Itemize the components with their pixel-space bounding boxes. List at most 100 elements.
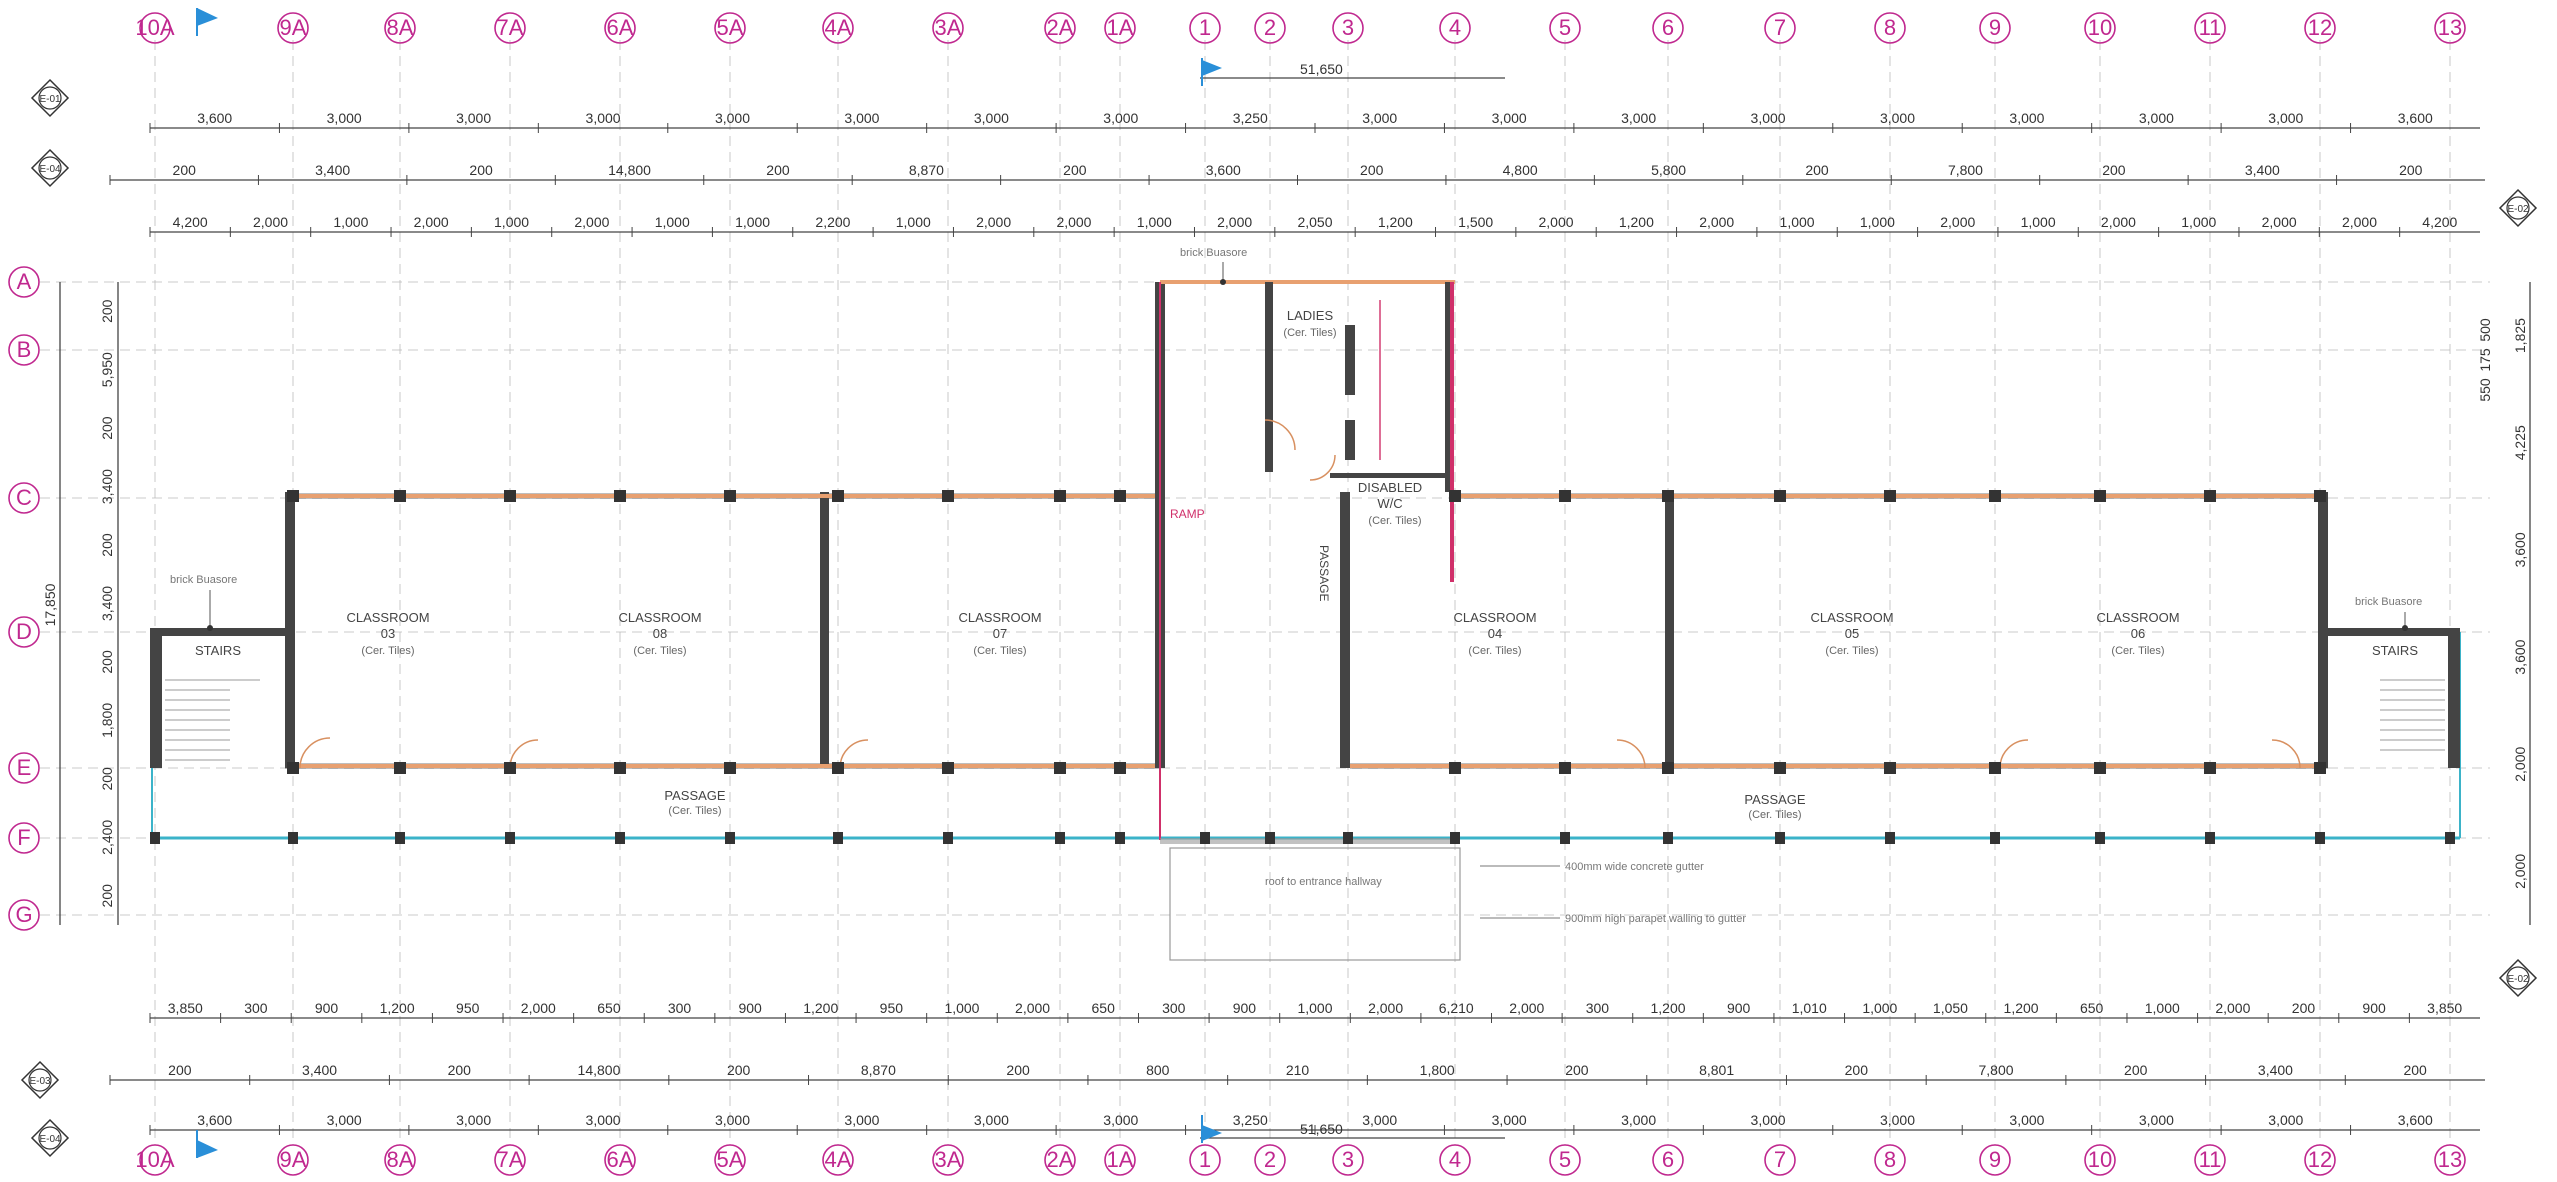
dimension-text: 1,000	[944, 1000, 979, 1016]
column-marker	[1559, 762, 1571, 774]
grid-bubble-label: 13	[2438, 1147, 2462, 1172]
dimension-text: 3,000	[974, 110, 1009, 126]
dimension-text: 200	[99, 416, 115, 440]
classroom-04-name: CLASSROOM	[1453, 610, 1536, 625]
dimension-text: 3,000	[1362, 1112, 1397, 1128]
grid-bubble-col-6-bottom: 6	[1652, 1144, 1684, 1176]
disabled-label: DISABLED	[1358, 480, 1422, 495]
elevation-marker-e02-bottom-icon: E-02	[2498, 958, 2538, 998]
classroom-05-finish: (Cer. Tiles)	[1825, 645, 1878, 657]
section-marker-label: E-02	[2507, 974, 2529, 985]
grid-bubble-col-3A-bottom: 3A	[932, 1144, 964, 1176]
dimension-text: 3,000	[844, 110, 879, 126]
dimension-text: 3,850	[2427, 1000, 2462, 1016]
dimension-text: 5,950	[99, 352, 115, 387]
dimension-text: 3,000	[327, 1112, 362, 1128]
grid-bubble-col-10-bottom: 10	[2084, 1144, 2116, 1176]
dimension-text: 2,000	[2342, 214, 2377, 230]
grid-bubble-label: E	[17, 755, 32, 780]
dimension-text: 200	[1845, 1062, 1869, 1078]
grid-bubble-label: 6A	[607, 1147, 634, 1172]
classroom-08-number: 08	[653, 626, 667, 641]
dimension-text: 200	[1360, 162, 1384, 178]
grid-bubble-label: 10	[2088, 15, 2112, 40]
dimension-text: 3,000	[974, 1112, 1009, 1128]
grid-bubble-col-9-bottom: 9	[1979, 1144, 2011, 1176]
dimension-text: 4,200	[173, 214, 208, 230]
grid-bubble-label: G	[15, 902, 32, 927]
grid-bubble-label: 11	[2199, 1147, 2222, 1172]
grid-bubble-col-12-bottom: 12	[2304, 1144, 2336, 1176]
grid-bubble-col-9-top: 9	[1979, 12, 2011, 44]
classroom-08-finish: (Cer. Tiles)	[633, 645, 686, 657]
grid-bubble-label: 3	[1342, 1147, 1354, 1172]
grid-bubble-label: 2	[1264, 15, 1276, 40]
column-marker	[1560, 832, 1570, 844]
column-marker	[394, 490, 406, 502]
section-marker-label: E-04	[39, 1134, 61, 1145]
column-marker	[614, 490, 626, 502]
dimension-text: 3,000	[715, 1112, 750, 1128]
section-marker-label: E-04	[39, 164, 61, 175]
grid-bubble-col-11-top: 11	[2194, 12, 2226, 44]
dimension-text: 2,200	[815, 214, 850, 230]
dimension-text: 3,600	[197, 110, 232, 126]
dimension-text: 200	[1565, 1062, 1589, 1078]
grid-bubble-col-7-bottom: 7	[1764, 1144, 1796, 1176]
dimension-text: 3,600	[1206, 162, 1241, 178]
dimension-text: 3,600	[2512, 639, 2528, 674]
dimension-text: 14,800	[608, 162, 651, 178]
grid-bubble-label: 10A	[135, 15, 174, 40]
dimension-text: 900	[2362, 1000, 2386, 1016]
grid-bubble-label: 2A	[1047, 15, 1074, 40]
dimension-text: 14,800	[578, 1062, 621, 1078]
dimension-text: 200	[99, 533, 115, 557]
column-marker	[287, 762, 299, 774]
column-marker	[1662, 490, 1674, 502]
dimension-text: 3,000	[1103, 110, 1138, 126]
grid-bubble-label: B	[17, 337, 32, 362]
dimension-text: 1,200	[1619, 214, 1654, 230]
dimension-text: 3,600	[2398, 110, 2433, 126]
dimension-text: 3,000	[2009, 110, 2044, 126]
dimension-text: 3,000	[1621, 110, 1656, 126]
passage-right-label: PASSAGE	[1744, 792, 1806, 807]
grid-bubble-label: 11	[2199, 15, 2222, 40]
column-marker	[2445, 832, 2455, 844]
classroom-03-name: CLASSROOM	[346, 610, 429, 625]
grid-bubble-col-12-top: 12	[2304, 12, 2336, 44]
dimension-text: 3,000	[2009, 1112, 2044, 1128]
dimension-text: 1,000	[1137, 214, 1172, 230]
disabled-wc-label: W/C	[1377, 496, 1402, 511]
dimension-text: 200	[99, 767, 115, 791]
ramp-label: RAMP	[1170, 507, 1205, 521]
disabled-finish: (Cer. Tiles)	[1368, 515, 1421, 527]
section-marker-label: E-01	[39, 94, 61, 105]
grid-bubble-label: 1	[1199, 15, 1211, 40]
dimension-text: 1,000	[2181, 214, 2216, 230]
grid-bubble-label: 5	[1559, 1147, 1571, 1172]
dimension-text: 650	[2080, 1000, 2104, 1016]
grid-bubble-col-5A-bottom: 5A	[714, 1144, 746, 1176]
column-marker	[724, 490, 736, 502]
grid-bubble-label: 5	[1559, 15, 1571, 40]
classroom-04-number: 04	[1488, 626, 1502, 641]
dimension-text: 1,200	[803, 1000, 838, 1016]
dimension-text: 2,000	[414, 214, 449, 230]
grid-bubble-col-13-bottom: 13	[2434, 1144, 2466, 1176]
dimension-text: 3,000	[586, 110, 621, 126]
column-marker	[1663, 832, 1673, 844]
grid-bubble-col-4A-top: 4A	[822, 12, 854, 44]
grid-bubble-label: D	[16, 619, 32, 644]
grid-bubble-label: 7	[1774, 15, 1786, 40]
classroom-06-name: CLASSROOM	[2096, 610, 2179, 625]
column-marker	[943, 832, 953, 844]
grid-bubble-col-1A-bottom: 1A	[1104, 1144, 1136, 1176]
grid-bubble-col-3-top: 3	[1332, 12, 1364, 44]
grid-bubble-col-5-top: 5	[1549, 12, 1581, 44]
column-marker	[1774, 762, 1786, 774]
dimension-text: 4,225	[2512, 425, 2528, 460]
